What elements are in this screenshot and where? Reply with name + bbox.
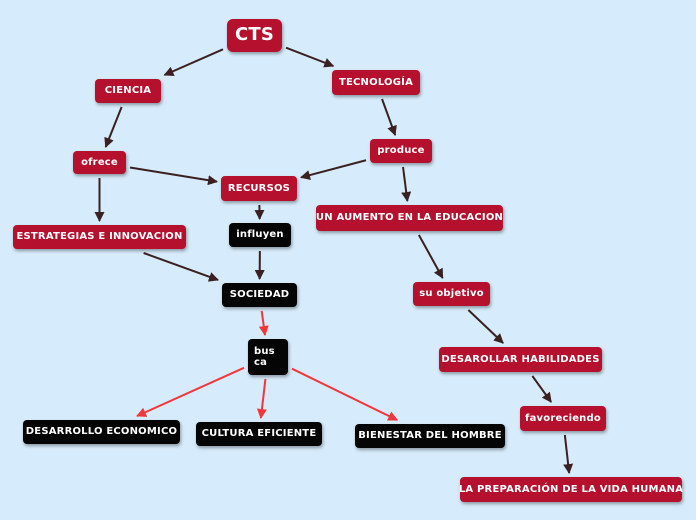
connector-favoreciendo-to-preparacion xyxy=(563,434,574,474)
node-cts[interactable]: CTS xyxy=(227,19,282,52)
node-ofrece[interactable]: ofrece xyxy=(73,151,126,174)
connector-ciencia-to-ofrece xyxy=(104,106,123,148)
node-desarrollo-economico[interactable]: DESARROLLO ECONOMICO xyxy=(23,420,180,444)
node-bienestar-del-hombre[interactable]: BIENESTAR DEL HOMBRE xyxy=(355,424,505,448)
connector-desarrollar-to-favoreciendo xyxy=(531,375,552,403)
connector-tecnologia-to-produce xyxy=(381,98,397,136)
connector-produce-to-recursos xyxy=(300,159,367,180)
node-influyen[interactable]: influyen xyxy=(229,223,291,247)
connector-busca-to-bienestar xyxy=(291,367,399,421)
connector-ofrece-to-recursos xyxy=(129,166,218,186)
node-estrategias[interactable]: ESTRATEGIAS E INNOVACION xyxy=(13,225,186,249)
connector-aumento-to-su_objetivo xyxy=(418,234,444,279)
node-sociedad[interactable]: SOCIEDAD xyxy=(222,283,297,307)
connector-busca-to-cultura xyxy=(256,378,267,419)
node-busca[interactable]: bus ca xyxy=(248,339,288,375)
node-favoreciendo[interactable]: favoreciendo xyxy=(520,406,606,431)
connector-produce-to-aumento xyxy=(401,166,412,202)
node-cultura-eficiente[interactable]: CULTURA EFICIENTE xyxy=(196,422,322,446)
connector-cts-to-ciencia xyxy=(163,48,224,76)
node-recursos[interactable]: RECURSOS xyxy=(221,176,297,201)
connector-cts-to-tecnologia xyxy=(285,46,335,68)
node-su-objetivo[interactable]: su objetivo xyxy=(413,282,490,306)
connector-sociedad-to-busca xyxy=(258,310,269,336)
node-preparacion-vida-humana[interactable]: LA PREPARACIÓN DE LA VIDA HUMANA xyxy=(459,477,683,502)
connector-su_objetivo-to-desarrollar xyxy=(467,309,504,344)
node-ciencia[interactable]: CIENCIA xyxy=(95,79,161,103)
node-desarrollar-habilidades[interactable]: DESAROLLAR HABILIDADES xyxy=(439,347,602,372)
node-produce[interactable]: produce xyxy=(370,139,432,163)
node-tecnologia[interactable]: TECNOLOGÍA xyxy=(332,70,420,95)
connector-estrategias-to-sociedad xyxy=(143,252,219,282)
node-aumento[interactable]: UN AUMENTO EN LA EDUCACION xyxy=(316,205,503,231)
connector-busca-to-desarrollo xyxy=(136,366,245,417)
